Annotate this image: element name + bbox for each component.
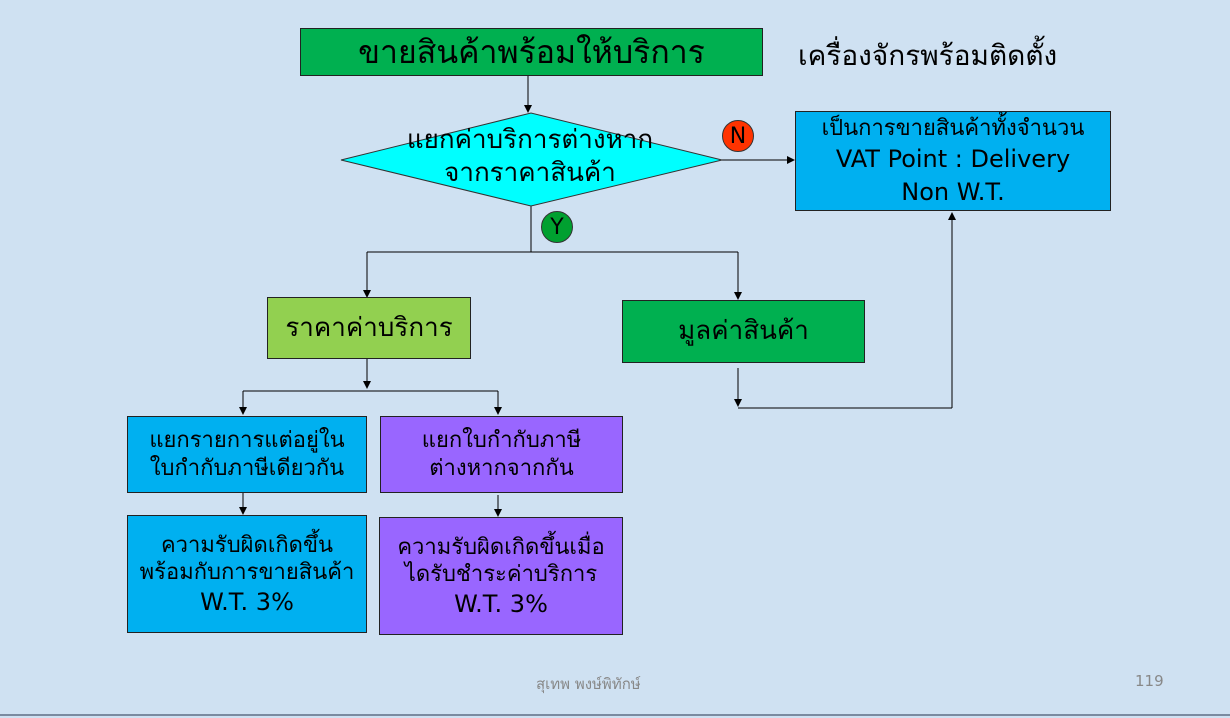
heading: เครื่องจักรพร้อมติดตั้ง [798, 39, 1058, 72]
same-liability-box: ความรับผิดเกิดขึ้น พร้อมกับการขายสินค้า … [127, 515, 367, 633]
separate-liability-box: ความรับผิดเกิดขึ้นเมื่อ ไดรับชำระค่าบริก… [379, 517, 623, 635]
no-result-line: เป็นการขายสินค้าทั้งจำนวน [821, 115, 1085, 141]
goods-value-label: มูลค่าสินค้า [678, 316, 809, 347]
decision-label: แยกค่าบริการต่างหาก จากราคาสินค้า [380, 124, 680, 189]
same-invoice-box: แยกรายการแต่อยู่ใน ใบกำกับภาษีเดียวกัน [127, 416, 367, 493]
no-result-line: Non W.T. [901, 177, 1005, 206]
no-result-box: เป็นการขายสินค้าทั้งจำนวน VAT Point : De… [795, 111, 1111, 211]
yes-badge-label: Y [550, 214, 564, 240]
separate-invoice-line: แยกใบกำกับภาษี [421, 428, 582, 453]
title-box-label: ขายสินค้าพร้อมให้บริการ [358, 33, 705, 71]
decision-line: จากราคาสินค้า [444, 157, 616, 188]
bottom-divider [0, 714, 1230, 716]
same-invoice-line: ใบกำกับภาษีเดียวกัน [149, 455, 345, 481]
no-badge-label: N [729, 123, 747, 149]
no-result-line: VAT Point : Delivery [835, 145, 1071, 174]
decision-diamond [340, 112, 723, 207]
same-liability-line: W.T. 3% [200, 587, 294, 616]
separate-liability-line: W.T. 3% [454, 589, 548, 618]
same-liability-line: ความรับผิดเกิดขึ้น [160, 532, 334, 558]
decision-line: แยกค่าบริการต่างหาก [406, 125, 654, 155]
separate-liability-line: ไดรับชำระค่าบริการ [404, 562, 598, 587]
footer-author: สุเทพ พงษ์พิทักษ์ [536, 675, 641, 693]
goods-value-box: มูลค่าสินค้า [622, 300, 865, 363]
service-price-label: ราคาค่าบริการ [285, 312, 453, 343]
separate-invoice-line: ต่างหากจากกัน [429, 455, 574, 481]
service-price-box: ราคาค่าบริการ [267, 297, 471, 359]
separate-invoice-box: แยกใบกำกับภาษี ต่างหากจากกัน [380, 416, 623, 493]
no-badge: N [722, 120, 754, 152]
separate-liability-line: ความรับผิดเกิดขึ้นเมื่อ [397, 534, 605, 560]
page-number: 119 [1135, 672, 1164, 690]
title-box: ขายสินค้าพร้อมให้บริการ [300, 28, 763, 76]
yes-badge: Y [541, 211, 573, 243]
same-liability-line: พร้อมกับการขายสินค้า [139, 560, 355, 585]
same-invoice-line: แยกรายการแต่อยู่ใน [149, 428, 345, 453]
